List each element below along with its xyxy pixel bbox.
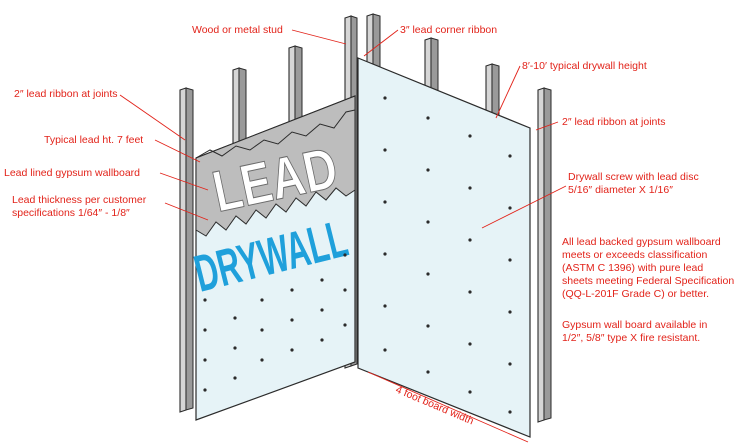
label-lead-height: Typical lead ht. 7 feet	[44, 134, 143, 146]
stud	[537, 87, 552, 423]
availability-line: Gypsum wall board available in	[562, 319, 707, 331]
label-lead-lined: Lead lined gypsum wallboard	[4, 167, 140, 179]
spec-line: (QQ-L-201F Grade C) or better.	[562, 288, 709, 300]
label-wall-height: 8′-10′ typical drywall height	[522, 60, 647, 72]
callouts: Wood or metal stud 3″ lead corner ribbon…	[4, 24, 734, 427]
lead-ribbon-edge	[195, 109, 356, 159]
label-thickness-line2: specifications 1/64″ - 1/8″	[12, 207, 130, 219]
spec-line: All lead backed gypsum wallboard	[562, 236, 721, 248]
label-thickness-line1: Lead thickness per customer	[12, 194, 147, 206]
left-wallboard: LEAD DRYWALL	[189, 95, 356, 421]
spec-line: meets or exceeds classification	[562, 249, 707, 261]
right-wallboard	[357, 57, 531, 438]
availability-line: 1/2″, 5/8″ type X fire resistant.	[562, 332, 700, 344]
label-screw-line1: Drywall screw with lead disc	[568, 171, 699, 183]
screw-grid-right	[383, 96, 512, 414]
label-stud: Wood or metal stud	[192, 24, 283, 36]
leader-lines	[119, 29, 567, 443]
stud	[179, 87, 194, 413]
screw-grid-left	[203, 253, 347, 392]
label-screw-line2: 5/16″ diameter X 1/16″	[568, 184, 673, 196]
label-ribbon-joints-right: 2″ lead ribbon at joints	[562, 116, 666, 128]
label-ribbon-joints-left: 2″ lead ribbon at joints	[14, 88, 118, 100]
label-corner-ribbon: 3″ lead corner ribbon	[400, 24, 497, 36]
lead-layer	[195, 95, 356, 237]
spec-line: sheets meeting Federal Specification	[562, 275, 734, 287]
spec-line: (ASTM C 1396) with pure lead	[562, 262, 703, 274]
